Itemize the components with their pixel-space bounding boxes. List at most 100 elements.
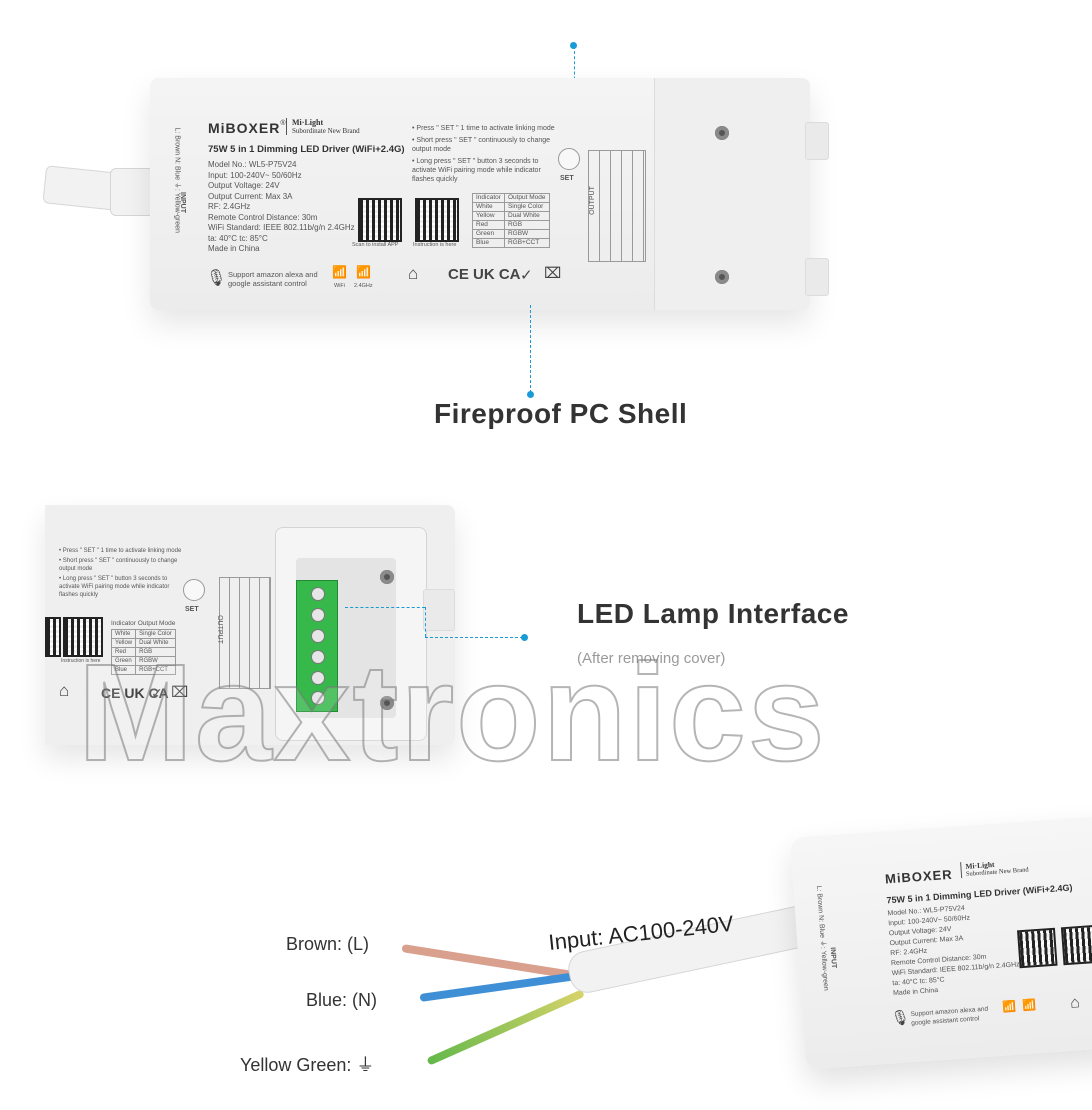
input-tag: INPUT bbox=[179, 192, 186, 213]
instruction-1: • Press " SET " 1 time to activate linki… bbox=[412, 125, 555, 132]
terminal-screw bbox=[311, 671, 325, 685]
qr-code-instruction bbox=[415, 198, 459, 242]
registered-mark: ® bbox=[280, 120, 286, 127]
weee-bin-icon: ⌧ bbox=[544, 265, 562, 282]
instruction-2: • Short press " SET " continuously to ch… bbox=[59, 558, 178, 572]
watermark: Maxtronics bbox=[77, 635, 827, 791]
instruction-2: • Short press " SET " continuously to ch… bbox=[412, 137, 551, 153]
input-tag: INPUT bbox=[828, 947, 838, 969]
instruction-3: • Long press " SET " button 3 seconds to… bbox=[59, 576, 170, 598]
housing-screw-bottom bbox=[380, 696, 394, 710]
fireproof-shell-heading: Fireproof PC Shell bbox=[434, 398, 688, 429]
interface-callout-line bbox=[345, 607, 528, 641]
spec-wifi: WiFi Standard: IEEE 802.11b/g/n 2.4GHz bbox=[208, 223, 355, 232]
set-button[interactable] bbox=[558, 148, 580, 170]
wire-label-brown: Brown: (L) bbox=[286, 934, 370, 954]
spec-list: Model No.: WL5-P75V24 Input: 100-240V~ 5… bbox=[208, 160, 368, 255]
voice-support-text: Support amazon alexa and google assistan… bbox=[228, 270, 318, 288]
terminal-screw bbox=[311, 691, 325, 705]
brand-logo: MiBOXER® bbox=[208, 120, 286, 138]
spec-model: Model No.: WL5-P75V24 bbox=[208, 160, 297, 169]
spec-temp: ta: 40°C tc: 85°C bbox=[208, 233, 268, 243]
housing-screw-top bbox=[380, 570, 394, 584]
mount-ear-bottom bbox=[805, 258, 829, 296]
terminal-screw bbox=[311, 629, 325, 643]
output-label: OUTPUT bbox=[588, 186, 596, 215]
microphone-icon: 🎙 bbox=[206, 270, 227, 287]
rf-icon: 📶 bbox=[356, 265, 371, 279]
table-header-indicator: Indicator bbox=[472, 193, 505, 203]
led-interface-heading: LED Lamp Interface bbox=[577, 598, 849, 629]
qr-code-app bbox=[45, 617, 61, 657]
driver-interface-view: • Press " SET " 1 time to activate linki… bbox=[45, 505, 455, 745]
microphone-icon: 🎙 bbox=[890, 1009, 911, 1028]
callout-dot-bottom bbox=[527, 391, 534, 398]
callout-dot-top bbox=[570, 42, 577, 49]
cap-screw-bottom bbox=[715, 270, 729, 284]
sub-brand: Mi·Light Subordinate New Brand bbox=[286, 118, 360, 135]
output-terminal-grid bbox=[219, 577, 271, 689]
led-terminal-block bbox=[296, 580, 338, 712]
wifi-icon: 📶 bbox=[1001, 1000, 1017, 1014]
wire-label-yellow-green: Yellow Green: ⏚ bbox=[240, 1055, 375, 1075]
qr-code-app bbox=[358, 198, 402, 242]
set-label: SET bbox=[560, 175, 574, 182]
spec-rf: RF: 2.4GHz bbox=[208, 202, 251, 211]
set-button[interactable] bbox=[183, 579, 205, 601]
terminal-screw bbox=[311, 608, 325, 622]
qr-code-instruction bbox=[1060, 924, 1092, 966]
yellow-green-wire bbox=[426, 989, 585, 1066]
qr-code-app bbox=[1016, 927, 1058, 969]
rf-icon: 📶 bbox=[1021, 999, 1037, 1013]
terminal-screw bbox=[311, 587, 325, 601]
driver-wiring-view: L: Brown N: Blue ⏚: Yellow-green INPUT M… bbox=[790, 814, 1092, 1070]
output-terminal-grid bbox=[588, 150, 646, 262]
instruction-list: • Press " SET " 1 time to activate linki… bbox=[412, 124, 562, 184]
qr-caption: Instruction is here bbox=[61, 658, 101, 664]
driver-top-view: L: Brown N: Blue ⏚: Yellow-green INPUT M… bbox=[150, 78, 829, 310]
sub-brand-line-1: Mi·Light bbox=[292, 118, 324, 127]
cap-screw-top bbox=[715, 126, 729, 140]
sub-brand: Mi·Light Subordinate New Brand bbox=[960, 857, 1029, 879]
sub-brand-line-2: Subordinate New Brand bbox=[292, 127, 360, 135]
blue-wire bbox=[419, 971, 579, 1002]
qr-caption-instruction: Instruction is here bbox=[413, 242, 457, 248]
qr-caption-app: Scan to install APP bbox=[352, 242, 399, 248]
terminal-housing bbox=[275, 527, 427, 741]
spec-output-voltage: Output Voltage: 24V bbox=[208, 181, 280, 190]
brand-name: MiBOXER bbox=[208, 120, 281, 136]
table-header-mode: Output Mode bbox=[503, 193, 550, 203]
brand-name: MiBOXER bbox=[884, 866, 954, 887]
product-title: 75W 5 in 1 Dimming LED Driver (WiFi+2.4G… bbox=[208, 144, 405, 155]
mount-ear bbox=[423, 589, 455, 631]
interface-callout-dot bbox=[521, 634, 528, 641]
check-icon: ✓ bbox=[151, 685, 163, 701]
set-label: SET bbox=[185, 606, 199, 613]
wifi-icon: 📶 bbox=[332, 265, 347, 279]
instruction-1: • Press " SET " 1 time to activate linki… bbox=[59, 548, 182, 554]
wire-label-blue: Blue: (N) bbox=[306, 990, 378, 1010]
spec-origin: Made in China bbox=[208, 244, 260, 253]
home-icon: ⌂ bbox=[408, 264, 419, 283]
home-icon: ⌂ bbox=[59, 681, 70, 700]
instruction-3: • Long press " SET " button 3 seconds to… bbox=[412, 158, 541, 183]
certification-marks: CE UK CA bbox=[101, 685, 169, 701]
instruction-list: • Press " SET " 1 time to activate linki… bbox=[59, 547, 189, 599]
voice-support-text: Support amazon alexa and google assistan… bbox=[910, 1005, 989, 1027]
check-icon: ✓ bbox=[520, 267, 533, 284]
qr-code-instruction bbox=[63, 617, 103, 657]
weee-bin-icon: ⌧ bbox=[171, 684, 189, 701]
wifi-label: WiFi bbox=[334, 283, 345, 289]
indicator-table-caption: Indicator Output Mode bbox=[111, 620, 176, 627]
home-icon: ⌂ bbox=[1069, 994, 1081, 1012]
driver-end-cap bbox=[654, 78, 810, 310]
spec-input: Input: 100-240V~ 50/60Hz bbox=[208, 170, 302, 180]
